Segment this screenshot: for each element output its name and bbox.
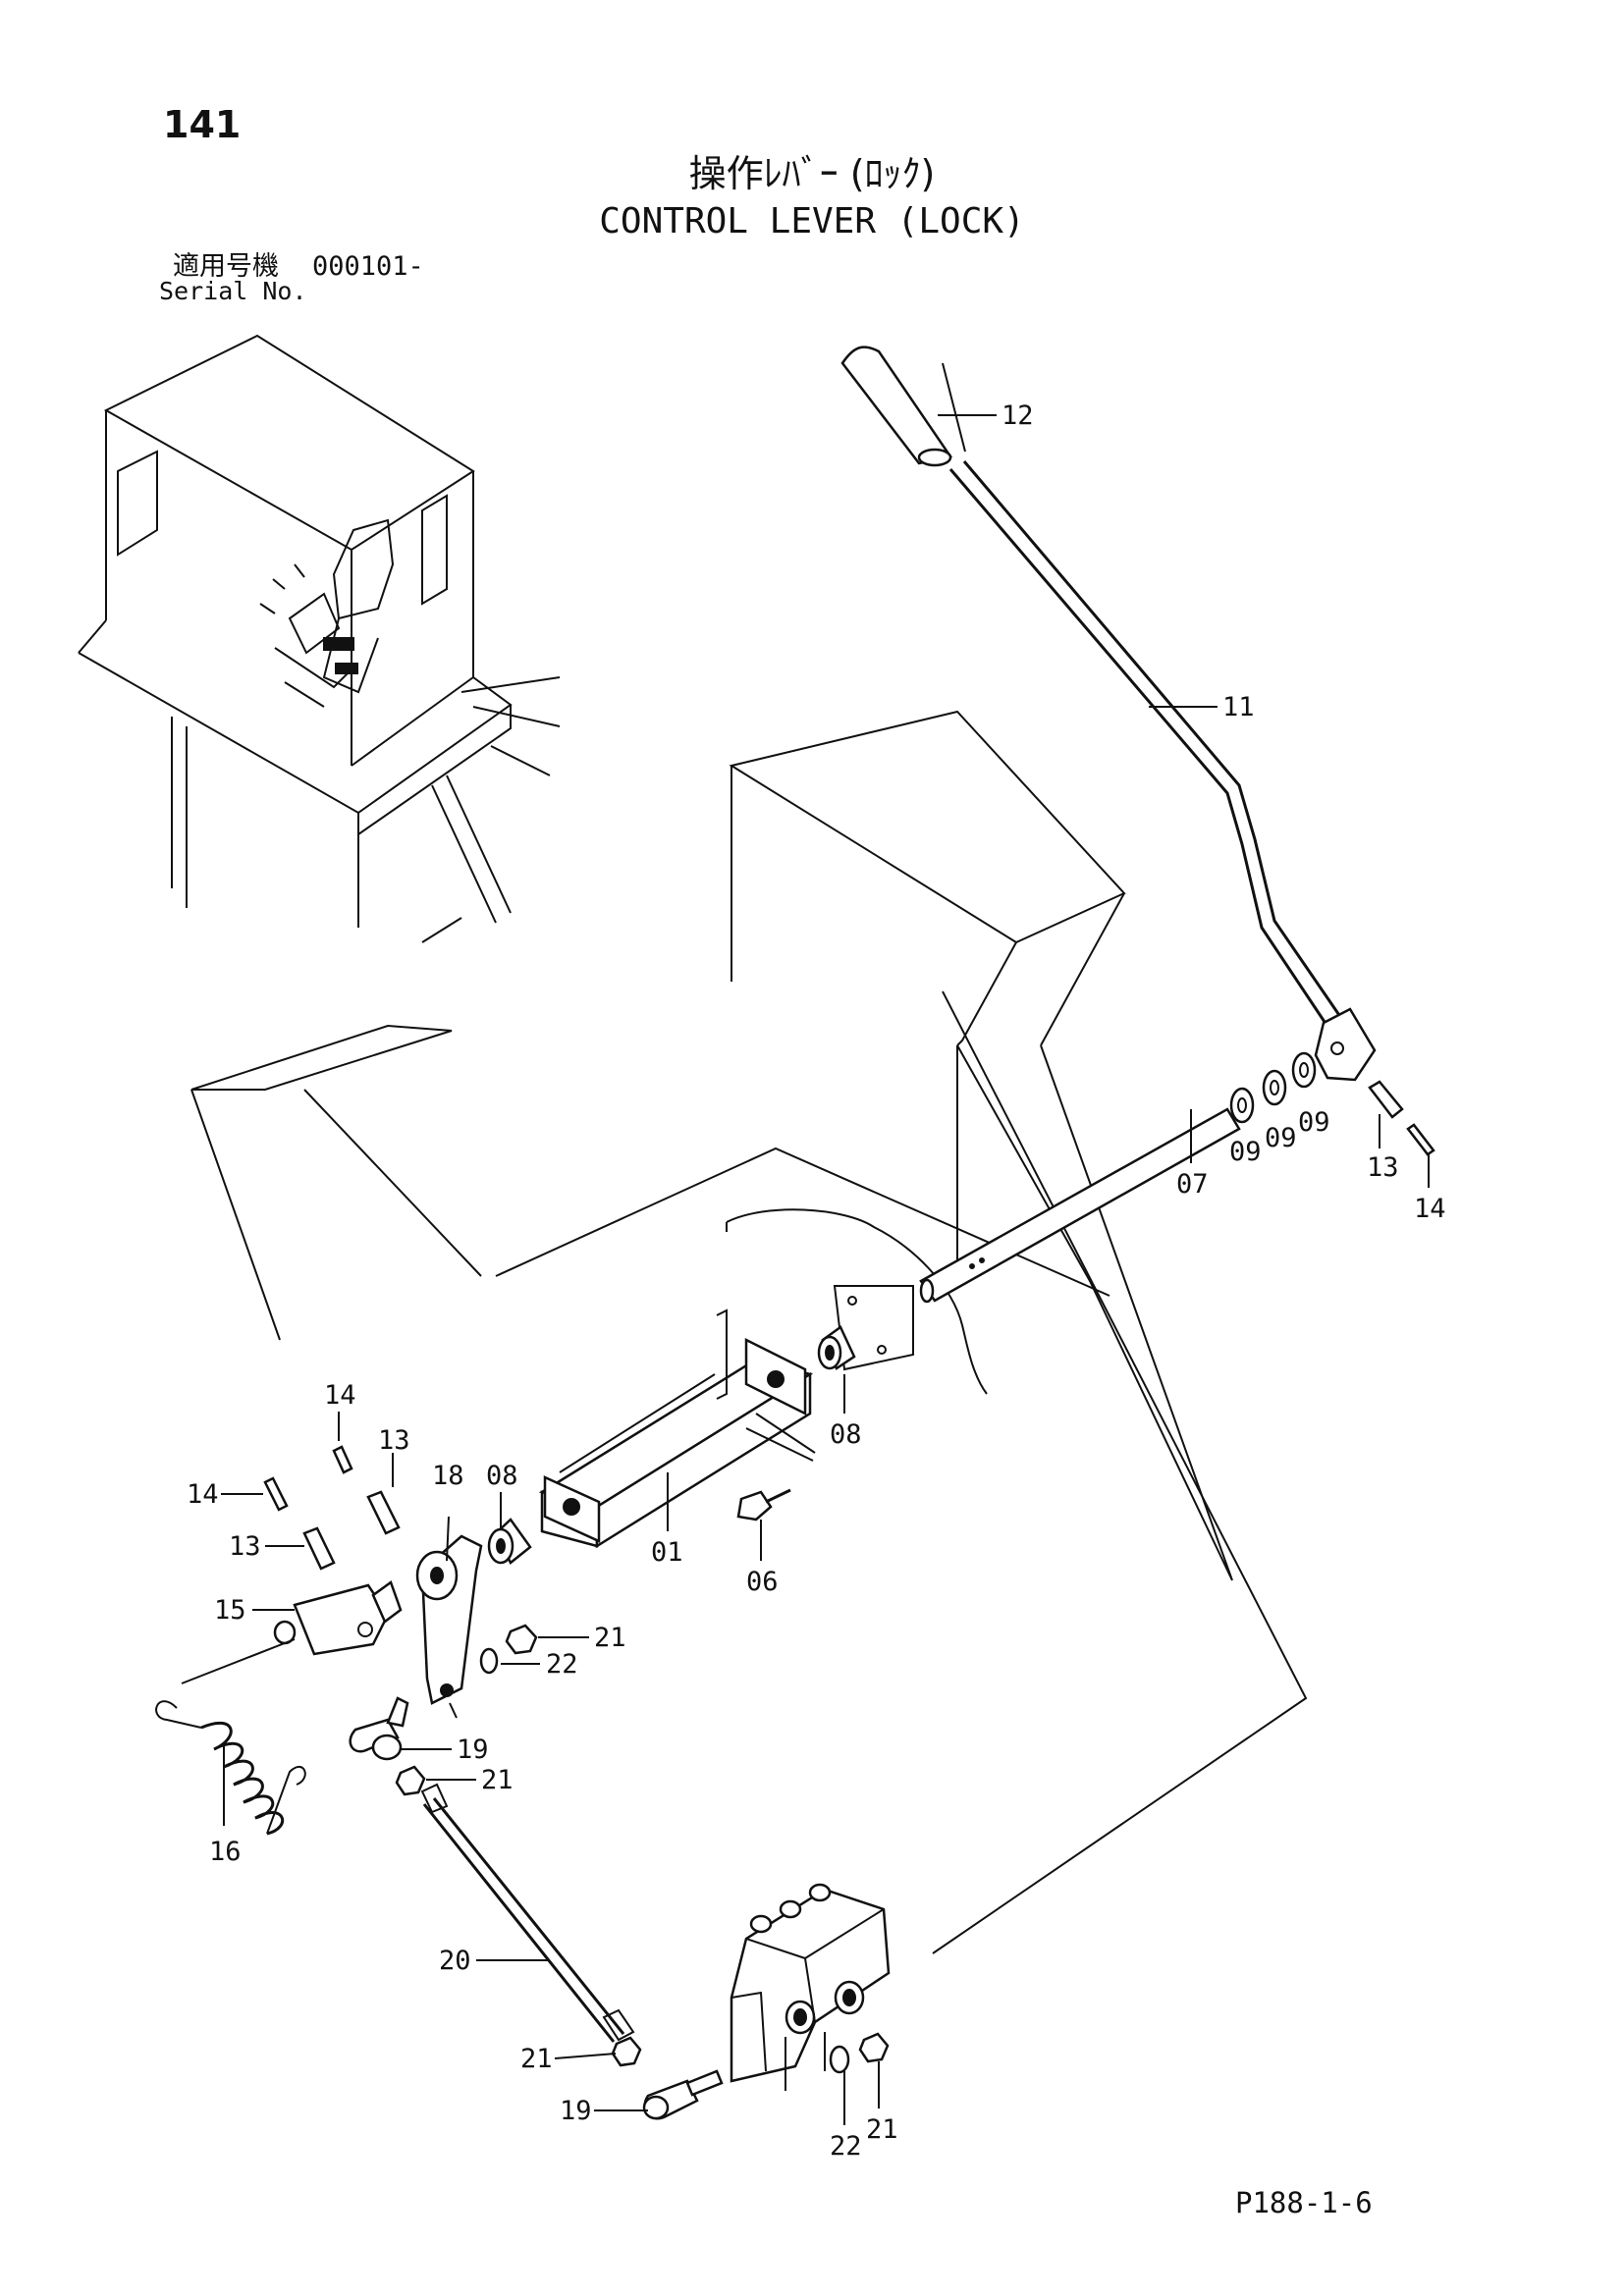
callout-14-c: 14 bbox=[187, 1479, 219, 1510]
callout-21-a: 21 bbox=[594, 1623, 626, 1653]
callout-13-b: 13 bbox=[378, 1425, 410, 1456]
callout-11: 11 bbox=[1222, 692, 1255, 722]
part-08-bushing-right bbox=[817, 1325, 856, 1370]
callout-19-a: 19 bbox=[457, 1735, 489, 1765]
callout-20: 20 bbox=[439, 1946, 471, 1976]
part-13-14-pins-top bbox=[1368, 1080, 1435, 1156]
callout-01: 01 bbox=[651, 1537, 683, 1568]
callout-19-b: 19 bbox=[560, 2096, 592, 2126]
callout-14-a: 14 bbox=[1414, 1194, 1446, 1224]
callout-18: 18 bbox=[432, 1461, 464, 1491]
callout-22-b: 22 bbox=[830, 2131, 862, 2162]
part-20-rod bbox=[420, 1783, 635, 2043]
callout-21-c: 21 bbox=[520, 2044, 553, 2074]
part-19-rod-end-lower bbox=[642, 2069, 724, 2120]
part-08-bushing-left bbox=[487, 1518, 532, 1565]
leader-lines bbox=[221, 414, 1430, 2125]
part-01-lever-bracket bbox=[538, 1308, 816, 1549]
part-18-lever-link bbox=[415, 1534, 483, 1705]
serial-label-english: Serial No. bbox=[159, 277, 307, 305]
valve-assembly bbox=[730, 1883, 891, 2091]
part-16-spring bbox=[155, 1700, 306, 1836]
part-06-bolt bbox=[736, 1488, 791, 1522]
part-19-rod-end-upper bbox=[349, 1696, 409, 1761]
page-number: 141 bbox=[163, 103, 242, 146]
callout-labels: 12 11 07 09 09 09 13 14 08 08 01 06 18 1… bbox=[187, 400, 1446, 2162]
serial-number-value: 000101- bbox=[312, 251, 424, 282]
callout-09-a: 09 bbox=[1229, 1137, 1262, 1167]
title-english: CONTROL LEVER (LOCK) bbox=[599, 201, 1025, 241]
part-12-grip bbox=[840, 346, 953, 467]
callout-15: 15 bbox=[214, 1595, 246, 1626]
drawing-code: P188-1-6 bbox=[1235, 2186, 1373, 2219]
part-07-shaft bbox=[919, 1107, 1241, 1304]
callout-07: 07 bbox=[1176, 1169, 1209, 1200]
callout-13-a: 13 bbox=[1367, 1152, 1399, 1183]
serial-label-japanese: 適用号機 bbox=[173, 251, 279, 282]
callout-06: 06 bbox=[746, 1567, 779, 1597]
callout-08-a: 08 bbox=[830, 1419, 862, 1450]
part-21-nuts bbox=[395, 1624, 890, 2067]
part-11-lever-rod bbox=[948, 460, 1377, 1082]
callout-21-b: 21 bbox=[481, 1765, 514, 1795]
callout-16: 16 bbox=[209, 1837, 242, 1867]
callout-09-b: 09 bbox=[1265, 1123, 1297, 1153]
callout-22-a: 22 bbox=[546, 1649, 578, 1680]
title-japanese: 操作ﾚﾊﾞｰ (ﾛｯｸ) bbox=[688, 152, 936, 195]
callout-08-b: 08 bbox=[486, 1461, 518, 1491]
cab-overview-illustration bbox=[78, 334, 561, 943]
callout-14-b: 14 bbox=[324, 1380, 356, 1411]
part-15-clevis bbox=[273, 1580, 403, 1656]
part-22-washers bbox=[479, 1647, 850, 2074]
callout-21-d: 21 bbox=[866, 2114, 898, 2145]
callout-09-c: 09 bbox=[1298, 1107, 1330, 1138]
part-09-washers bbox=[1229, 1051, 1317, 1124]
callout-13-c: 13 bbox=[229, 1531, 261, 1562]
console-frame-outline bbox=[190, 710, 1308, 1954]
part-13-14-pins-left bbox=[263, 1445, 401, 1571]
callout-12: 12 bbox=[1001, 400, 1034, 431]
assembly-center-lines bbox=[181, 362, 966, 1719]
